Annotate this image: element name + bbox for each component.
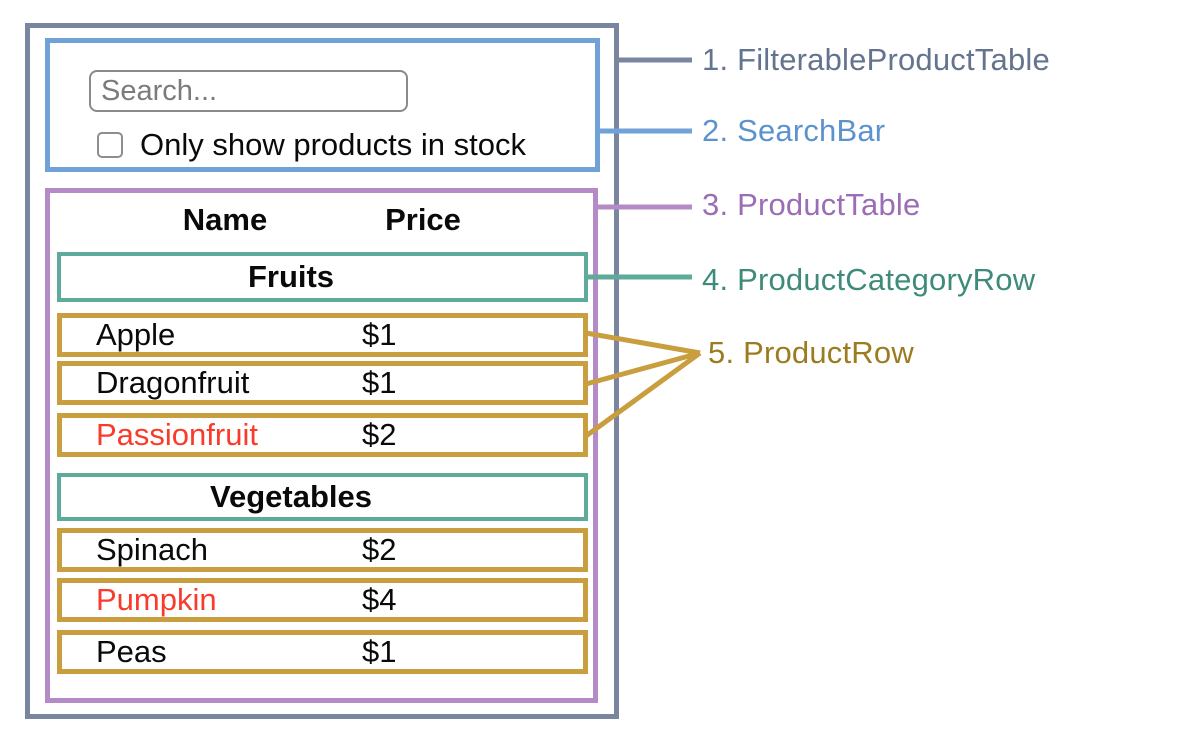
column-header-price: Price	[385, 202, 461, 237]
legend-product-row: 5. ProductRow	[708, 335, 914, 370]
category-row-vegetables: Vegetables	[57, 473, 588, 521]
legend-filterable-product-table: 1. FilterableProductTable	[702, 42, 1050, 77]
product-row: Peas $1	[57, 630, 588, 674]
product-row: Apple $1	[57, 313, 588, 357]
legend-product-table: 3. ProductTable	[702, 187, 921, 222]
product-name: Apple	[96, 317, 176, 352]
product-row: Pumpkin $4	[57, 578, 588, 622]
category-label: Vegetables	[210, 479, 372, 514]
product-name-highlighted: Passionfruit	[96, 417, 258, 452]
search-input[interactable]	[89, 70, 408, 112]
in-stock-checkbox[interactable]	[97, 132, 123, 158]
legend-product-category-row: 4. ProductCategoryRow	[702, 262, 1036, 297]
category-row-fruits: Fruits	[57, 252, 588, 302]
product-name-highlighted: Pumpkin	[96, 582, 217, 617]
product-price: $1	[362, 317, 397, 352]
product-price: $2	[362, 532, 397, 567]
column-header-name: Name	[182, 202, 268, 237]
product-row: Spinach $2	[57, 528, 588, 572]
product-row: Dragonfruit $1	[57, 361, 588, 405]
product-price: $1	[362, 365, 397, 400]
product-price: $1	[362, 634, 397, 669]
product-name: Dragonfruit	[96, 365, 250, 400]
product-row: Passionfruit $2	[57, 413, 588, 457]
in-stock-checkbox-label: Only show products in stock	[140, 127, 526, 162]
product-name: Peas	[96, 634, 167, 669]
category-label: Fruits	[247, 259, 335, 294]
product-price: $4	[362, 582, 397, 617]
legend-search-bar: 2. SearchBar	[702, 113, 886, 148]
product-price: $2	[362, 417, 397, 452]
product-name: Spinach	[96, 532, 209, 567]
